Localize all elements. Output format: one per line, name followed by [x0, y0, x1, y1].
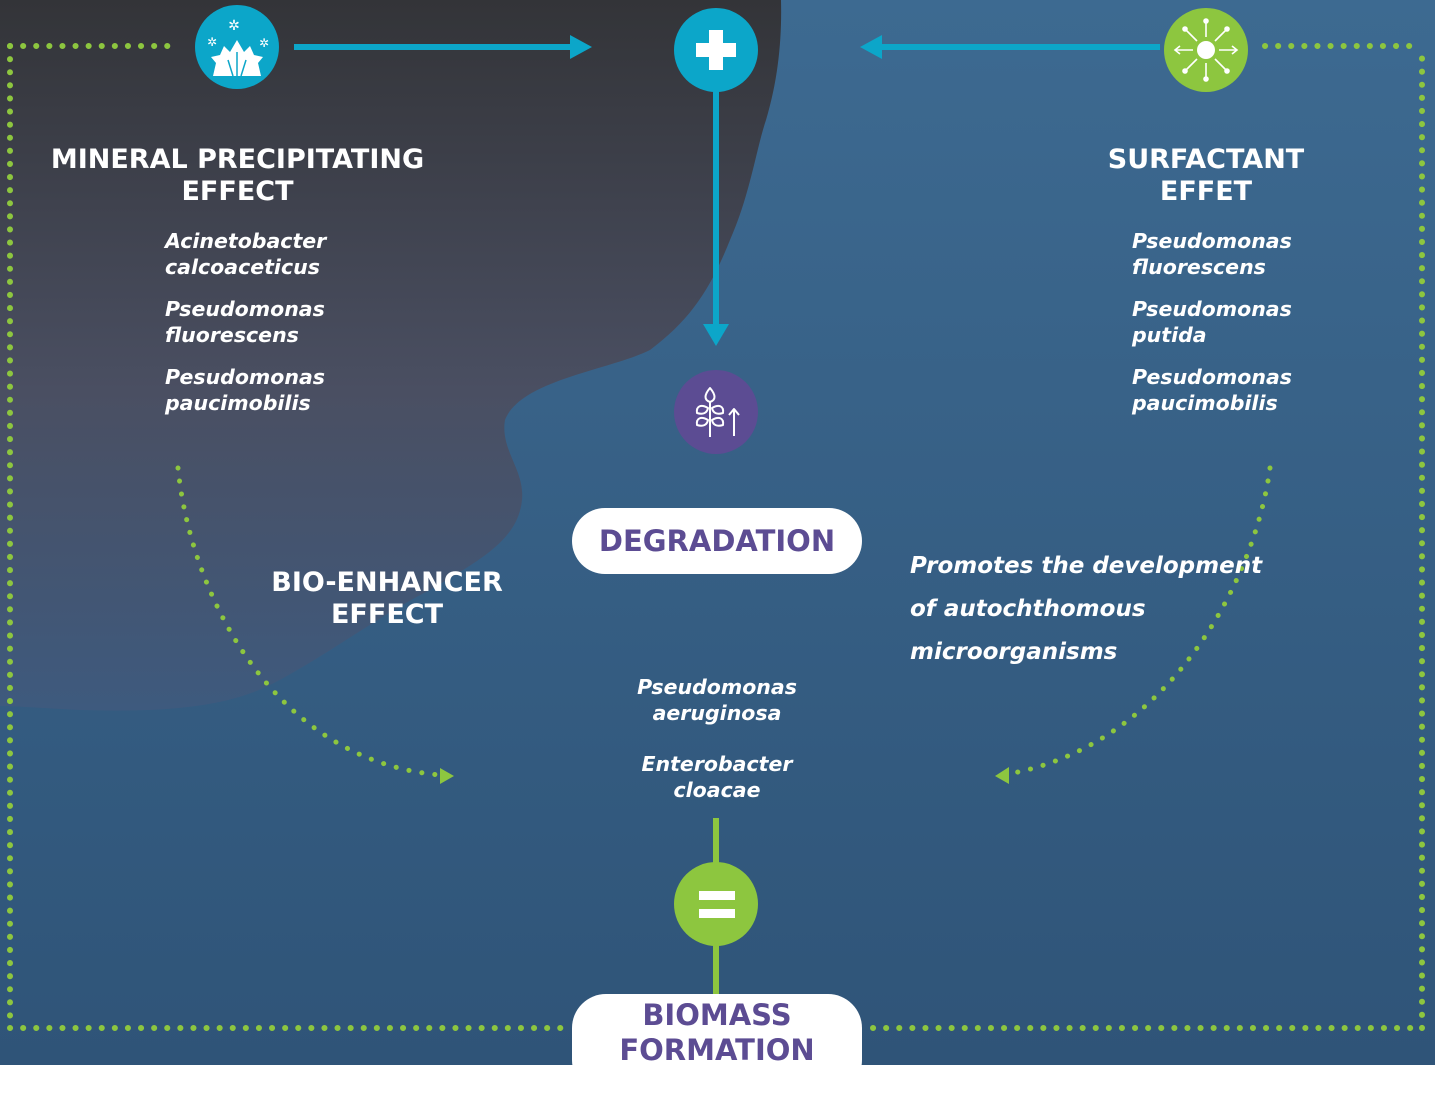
plus-icon — [674, 8, 758, 92]
species-name: putida — [1132, 323, 1207, 347]
svg-text:✲: ✲ — [259, 36, 269, 50]
diagram-background: ✲ ✲ ✲ — [0, 0, 1435, 1065]
dotted-frame — [7, 43, 1425, 1031]
species-name: aeruginosa — [652, 701, 782, 725]
surfactant-species-3: Pesudomonas paucimobilis — [1132, 364, 1292, 416]
species-name: Acinetobacter — [165, 229, 327, 253]
surfactant-title-line1: SURFACTANT — [1107, 144, 1305, 175]
arrow-mineral-to-plus — [294, 35, 592, 59]
center-species-2: Enterobacter cloacae — [617, 751, 817, 803]
bio-enhancer-line1: BIO-ENHANCER — [271, 567, 503, 598]
species-name: Pseudomonas — [1132, 297, 1292, 321]
species-name: Pseudomonas — [1132, 229, 1292, 253]
species-name: cloacae — [673, 778, 761, 802]
biomass-line1: BIOMASS — [642, 998, 792, 1032]
species-name: Pesudomonas — [165, 365, 326, 389]
arrow-plus-to-degradation — [703, 88, 729, 346]
mineral-species-1: Acinetobacter calcoaceticus — [165, 228, 326, 280]
species-name: Enterobacter — [641, 752, 793, 776]
promotes-text: Promotes the development of autochthomou… — [910, 545, 1262, 674]
plant-growth-icon — [674, 370, 758, 454]
surfactant-title-line2: EFFET — [1159, 176, 1253, 207]
degradation-label: DEGRADATION — [572, 508, 862, 574]
mineral-effect-title: MINERAL PRECIPITATING EFFECT — [40, 144, 435, 208]
dark-region — [0, 0, 782, 711]
mineral-title-line2: EFFECT — [181, 176, 294, 207]
mineral-crystal-icon: ✲ ✲ ✲ — [195, 5, 279, 89]
species-name: fluorescens — [1132, 255, 1266, 279]
biomass-line2: FORMATION — [619, 1033, 815, 1067]
surfactant-effect-title: SURFACTANT EFFET — [1080, 144, 1332, 208]
species-name: paucimobilis — [1132, 391, 1278, 415]
promotes-line2: of autochthomous — [910, 596, 1146, 622]
bio-enhancer-arrow — [175, 465, 454, 784]
bio-enhancer-title: BIO-ENHANCER EFFECT — [262, 567, 512, 631]
promotes-line3: microorganisms — [910, 639, 1118, 665]
arrow-surfactant-to-plus — [860, 35, 1160, 59]
species-name: fluorescens — [165, 323, 299, 347]
mineral-species-2: Pseudomonas fluorescens — [165, 296, 325, 348]
species-name: Pesudomonas — [1132, 365, 1293, 389]
species-name: paucimobilis — [165, 391, 311, 415]
mineral-title-line1: MINERAL PRECIPITATING — [50, 144, 425, 175]
equals-icon — [674, 862, 758, 946]
species-name: Pseudomonas — [165, 297, 325, 321]
promotes-arrow — [995, 465, 1273, 784]
species-name: calcoaceticus — [165, 255, 320, 279]
species-name: Pseudomonas — [637, 675, 797, 699]
biomass-formation-label: BIOMASS FORMATION — [572, 994, 862, 1094]
surfactant-species-2: Pseudomonas putida — [1132, 296, 1292, 348]
svg-text:✲: ✲ — [228, 18, 240, 34]
mineral-species-3: Pesudomonas paucimobilis — [165, 364, 325, 416]
center-species-1: Pseudomonas aeruginosa — [617, 674, 817, 726]
svg-text:✲: ✲ — [207, 35, 217, 49]
bio-enhancer-line2: EFFECT — [330, 599, 443, 630]
promotes-line1: Promotes the development — [910, 553, 1263, 579]
surfactant-burst-icon — [1164, 8, 1248, 92]
surfactant-species-1: Pseudomonas fluorescens — [1132, 228, 1292, 280]
